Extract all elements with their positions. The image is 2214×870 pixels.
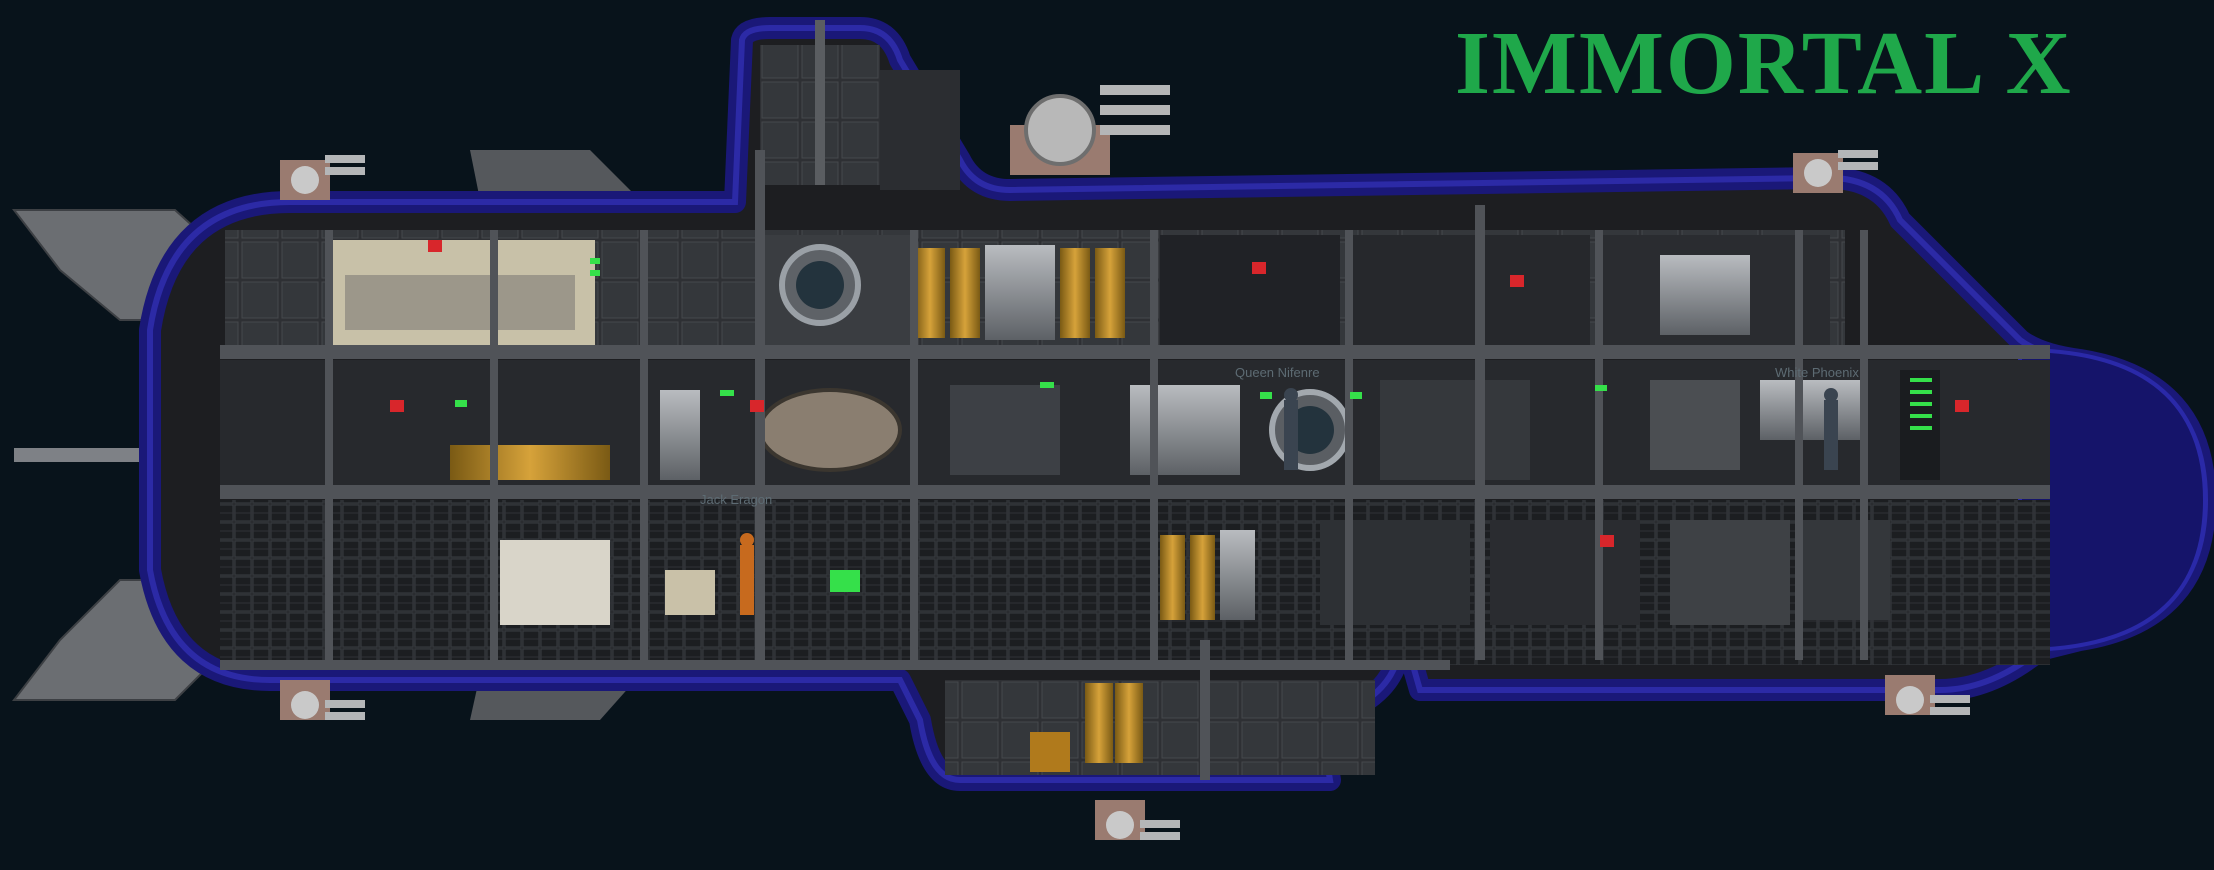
crew-name-label: Queen Nifenre xyxy=(1235,365,1320,380)
crew-name-label: Jack Eragon xyxy=(700,492,773,507)
lower-pod xyxy=(945,680,1375,775)
crew-name-label: White Phoenix xyxy=(1775,365,1859,380)
weapon-turret-bow-bottom[interactable] xyxy=(1880,670,1980,730)
structural-beams xyxy=(220,150,2050,780)
nose-cap xyxy=(2018,347,2208,653)
conning-tower xyxy=(760,20,960,190)
weapon-turret-bow-top[interactable] xyxy=(1785,140,1885,200)
crew-member-3[interactable] xyxy=(1815,380,1845,475)
weapon-turret-rear-top[interactable] xyxy=(270,150,360,220)
weapon-turret-keel[interactable] xyxy=(1090,795,1190,855)
crew-member-icon xyxy=(740,388,1838,615)
weapon-turret-icon xyxy=(280,85,1970,840)
crew-member-2[interactable] xyxy=(1275,380,1305,475)
deck-middle xyxy=(220,360,2050,485)
warning-signs xyxy=(390,240,1969,547)
weapon-turret-rear-bottom[interactable] xyxy=(270,675,360,735)
crew-member-1[interactable] xyxy=(730,525,760,620)
weapon-turret-tower[interactable] xyxy=(1000,75,1180,185)
console-screens xyxy=(455,258,1932,592)
ship-name-title: IMMORTAL X xyxy=(1455,14,2073,113)
